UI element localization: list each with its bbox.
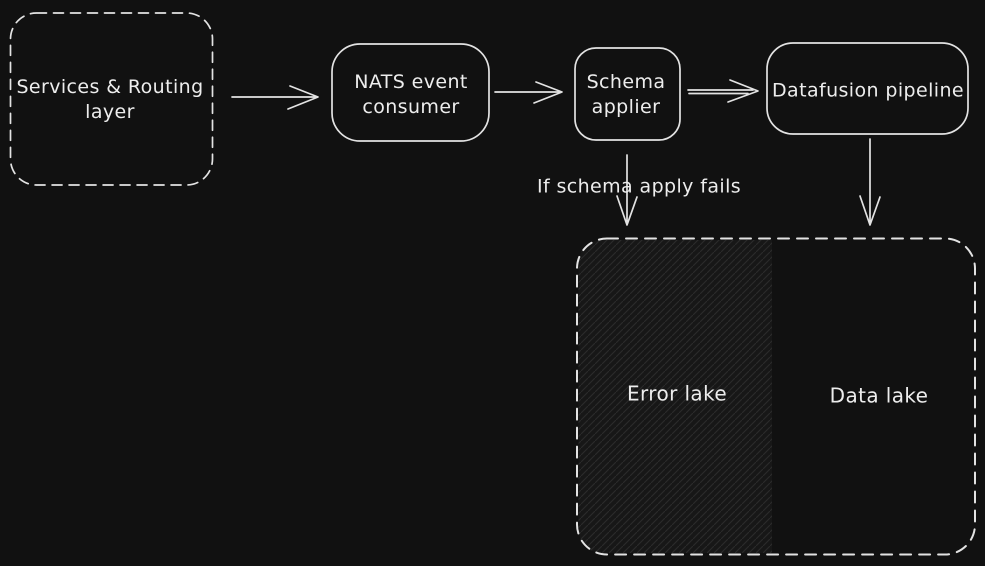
nats-consumer-label-line1: NATS event — [354, 71, 468, 93]
arrow-schema-to-datafusion — [687, 79, 759, 103]
nats-consumer-box — [331, 43, 490, 142]
arrow-schema-to-error-lake — [616, 154, 638, 226]
nats-consumer-label: NATS event consumer — [354, 70, 468, 120]
services-routing-label: Services & Routing layer — [16, 75, 203, 125]
arrow-datafusion-to-data-lake — [859, 138, 881, 226]
datafusion-pipeline-label-line1: Datafusion pipeline — [772, 79, 964, 102]
error-lake-hatch-pattern — [578, 240, 772, 553]
schema-applier-label-line2: applier — [591, 96, 661, 118]
schema-applier-label: Schema applier — [587, 70, 666, 120]
error-lake-label: Error lake — [626, 381, 728, 406]
services-routing-box — [9, 12, 214, 186]
schema-applier-label-line1: Schema — [586, 71, 666, 93]
schema-fail-annotation: If schema apply fails — [536, 175, 742, 198]
nats-consumer-label-line2: consumer — [362, 96, 460, 118]
datafusion-pipeline-label: Datafusion pipeline — [772, 79, 964, 104]
datafusion-pipeline-box — [766, 42, 969, 135]
arrow-nats-to-schema — [494, 81, 563, 104]
arrow-services-to-nats — [231, 85, 319, 110]
schema-applier-box — [574, 47, 681, 141]
services-routing-label-line1: Services & Routing — [16, 76, 204, 98]
lakes-container-box — [576, 237, 976, 556]
data-lake-label: Data lake — [829, 383, 929, 408]
services-routing-label-line2: layer — [85, 101, 135, 123]
